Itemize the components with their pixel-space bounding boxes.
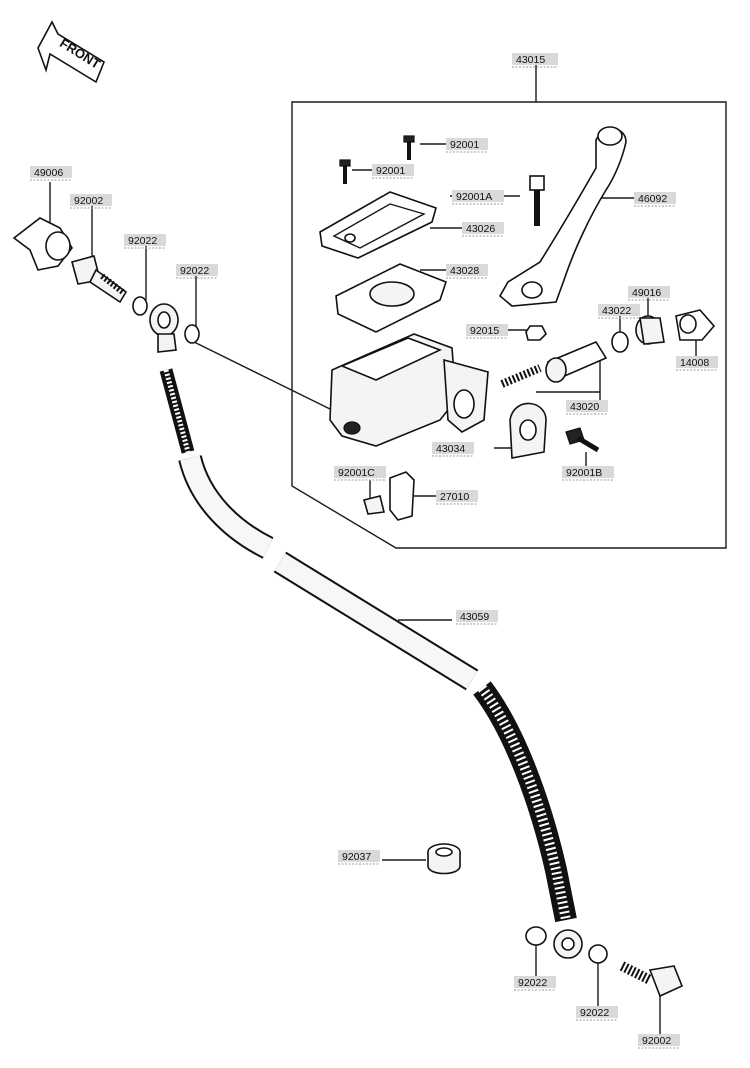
- svg-text:49016: 49016: [632, 287, 661, 299]
- svg-text:43020: 43020: [570, 401, 599, 413]
- holder-43034: [509, 402, 547, 459]
- part-label: 92001B: [562, 466, 614, 481]
- bolt-92001A: [529, 175, 545, 226]
- svg-text:92001: 92001: [376, 165, 405, 177]
- clip-14008: [675, 309, 716, 341]
- bolt-92001B: [565, 427, 600, 453]
- part-label: 92001C: [334, 466, 386, 481]
- part-label: 92001: [446, 138, 488, 153]
- part-label: 92015: [466, 324, 508, 339]
- part-label: 14008: [676, 356, 718, 371]
- part-label: 92001: [372, 164, 414, 179]
- part-label: 92022: [576, 1006, 618, 1021]
- washer-43022: [611, 331, 629, 353]
- part-label: 43028: [446, 264, 488, 279]
- piston-assembly: [500, 341, 608, 388]
- svg-text:43028: 43028: [450, 265, 479, 277]
- nut-92015: [525, 325, 547, 341]
- part-label: 43034: [432, 442, 474, 457]
- part-label: 92002: [70, 194, 112, 209]
- assembly-boundary: [291, 101, 727, 549]
- brake-lever: [498, 126, 627, 307]
- master-cylinder-body: [329, 333, 489, 447]
- part-label: 49006: [30, 166, 72, 181]
- part-label: 49016: [628, 286, 670, 301]
- part-label: 92037: [338, 850, 380, 865]
- part-label: 92022: [176, 264, 218, 279]
- svg-text:43059: 43059: [460, 611, 489, 623]
- part-label: 43059: [456, 610, 498, 625]
- washer-upper-a: [132, 296, 148, 316]
- svg-text:49006: 49006: [34, 167, 63, 179]
- part-label: 92002: [638, 1034, 680, 1049]
- part-label: 43020: [566, 400, 608, 415]
- brake-hose: [159, 368, 577, 923]
- washer-lower-a: [525, 926, 547, 946]
- screw-92001-upper: [403, 135, 415, 160]
- svg-text:92002: 92002: [642, 1035, 671, 1047]
- grommet-92037: [427, 843, 461, 875]
- svg-text:92022: 92022: [580, 1007, 609, 1019]
- part-label: 43022: [598, 304, 640, 319]
- banjo-bolt-lower: [619, 961, 684, 998]
- banjo-fitting-upper: [149, 303, 179, 353]
- labels: 43015 92001 92001 92001A 46092 43026 430…: [30, 53, 718, 1049]
- banjo-bolt-cap: [12, 217, 73, 271]
- reservoir-cap: [319, 191, 437, 259]
- washer-upper-b: [184, 324, 200, 344]
- part-label: 46092: [634, 192, 676, 207]
- svg-text:92015: 92015: [470, 325, 499, 337]
- diaphragm: [335, 263, 447, 333]
- part-label: 92022: [514, 976, 556, 991]
- front-arrow-icon: FRONT: [37, 20, 105, 84]
- svg-text:92001A: 92001A: [456, 191, 492, 203]
- svg-text:43026: 43026: [466, 223, 495, 235]
- screw-92001-lower: [339, 159, 351, 184]
- part-label: 43015: [512, 53, 558, 68]
- svg-text:92001: 92001: [450, 139, 479, 151]
- svg-text:43034: 43034: [436, 443, 465, 455]
- part-label: 92001A: [452, 190, 504, 205]
- part-label: 43026: [462, 222, 504, 237]
- svg-text:92001B: 92001B: [566, 467, 602, 479]
- svg-text:92002: 92002: [74, 195, 103, 207]
- part-label: 27010: [436, 490, 478, 505]
- svg-text:92022: 92022: [180, 265, 209, 277]
- svg-text:14008: 14008: [680, 357, 709, 369]
- switch-27010: [363, 471, 415, 521]
- svg-text:92037: 92037: [342, 851, 371, 863]
- svg-text:46092: 46092: [638, 193, 667, 205]
- leader-lines: [49, 143, 697, 1034]
- svg-text:43015: 43015: [516, 54, 545, 66]
- washer-lower-b: [588, 944, 608, 964]
- svg-text:27010: 27010: [440, 491, 469, 503]
- banjo-fitting-lower: [553, 929, 583, 959]
- svg-text:92022: 92022: [518, 977, 547, 989]
- banjo-bolt-upper: [71, 255, 128, 304]
- dust-boot: [635, 315, 665, 345]
- svg-text:43022: 43022: [602, 305, 631, 317]
- svg-text:92022: 92022: [128, 235, 157, 247]
- part-label: 92022: [124, 234, 166, 249]
- svg-text:92001C: 92001C: [338, 467, 375, 479]
